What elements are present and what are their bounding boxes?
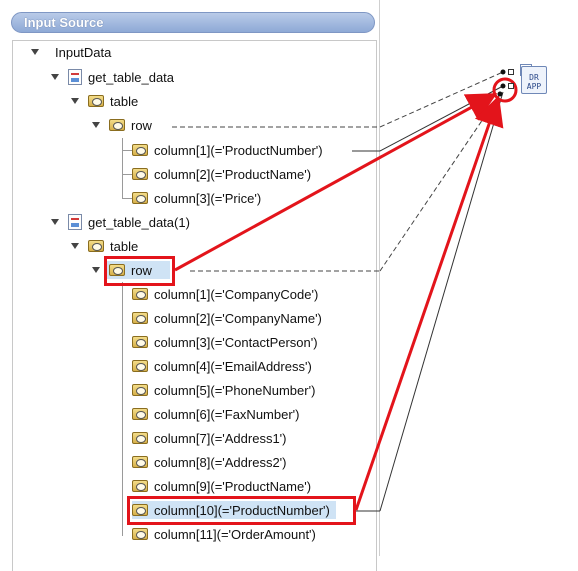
node-label: column[3](='Price') — [154, 190, 262, 206]
node-label: column[11](='OrderAmount') — [154, 526, 316, 542]
node-label: column[6](='FaxNumber') — [154, 406, 300, 422]
node-label: column[4](='EmailAddress') — [154, 358, 312, 374]
tree-node-column[interactable]: column[2](='ProductName') — [132, 164, 311, 184]
collapse-toggle-icon[interactable] — [51, 74, 59, 80]
folder-icon — [132, 504, 148, 516]
node-label: column[10](='ProductNumber') — [154, 502, 330, 518]
tree-connector — [122, 174, 132, 175]
annotation-arrow — [354, 95, 504, 511]
port-dot — [500, 69, 506, 75]
collapse-toggle-icon[interactable] — [71, 98, 79, 104]
node-label: row — [131, 117, 152, 133]
collapse-toggle-icon[interactable] — [51, 219, 59, 225]
node-label: get_table_data — [88, 69, 175, 85]
database-app-icon[interactable]: DR APP — [521, 66, 547, 94]
tree-node-column[interactable]: column[8](='Address2') — [132, 452, 287, 472]
tree-node-inputdata[interactable]: InputData — [31, 42, 111, 62]
node-label: table — [110, 93, 139, 109]
tree-connector — [122, 150, 132, 151]
tree-node-column[interactable]: column[7](='Address1') — [132, 428, 287, 448]
annotation-arrow — [174, 93, 498, 272]
tree-node-source[interactable]: get_table_data — [51, 67, 174, 87]
folder-icon — [132, 360, 148, 372]
target-port[interactable] — [508, 83, 514, 89]
node-label: column[7](='Address1') — [154, 430, 287, 446]
folder-icon — [132, 288, 148, 300]
data-source-icon — [68, 214, 82, 230]
node-label: get_table_data(1) — [88, 214, 190, 230]
collapse-toggle-icon[interactable] — [31, 49, 39, 55]
tree-node-row-selected[interactable]: row — [92, 260, 170, 280]
annotation-circle — [492, 77, 518, 103]
node-label: column[9](='ProductName') — [154, 478, 312, 494]
node-label: InputData — [55, 44, 112, 60]
tree-node-table[interactable]: table — [71, 236, 138, 256]
target-label: DR APP — [526, 73, 542, 91]
node-label: table — [110, 238, 139, 254]
node-label: column[5](='PhoneNumber') — [154, 382, 316, 398]
tree-node-column[interactable]: column[3](='Price') — [132, 188, 261, 208]
data-source-icon — [68, 69, 82, 85]
tree-node-table[interactable]: table — [71, 91, 138, 111]
dashed-mapping-line — [379, 93, 501, 272]
panel-divider — [379, 0, 380, 556]
mapping-line — [379, 91, 504, 512]
panel-title: Input Source — [24, 15, 104, 30]
folder-icon — [132, 168, 148, 180]
tree-node-row[interactable]: row — [92, 115, 152, 135]
folder-icon — [132, 384, 148, 396]
node-label: column[8](='Address2') — [154, 454, 287, 470]
tree-node-column[interactable]: column[2](='CompanyName') — [132, 308, 322, 328]
node-label: column[2](='ProductName') — [154, 166, 312, 182]
node-label: column[3](='ContactPerson') — [154, 334, 318, 350]
tree-node-column[interactable]: column[3](='ContactPerson') — [132, 332, 318, 352]
node-label: column[2](='CompanyName') — [154, 310, 322, 326]
folder-icon — [132, 456, 148, 468]
tree-node-column[interactable]: column[9](='ProductName') — [132, 476, 311, 496]
tree-node-column[interactable]: column[1](='CompanyCode') — [132, 284, 318, 304]
panel-header: Input Source — [11, 12, 375, 33]
folder-icon — [132, 408, 148, 420]
annotation-box-column — [127, 496, 356, 525]
tree-node-column[interactable]: column[1](='ProductNumber') — [132, 140, 323, 160]
mapping-connections — [172, 69, 518, 512]
selected-row-highlight: row — [106, 261, 170, 279]
folder-icon — [109, 264, 125, 276]
folder-icon — [132, 480, 148, 492]
tree-node-column-selected[interactable]: column[10](='ProductNumber') — [132, 500, 336, 520]
dashed-mapping-line — [379, 71, 504, 128]
folder-icon — [132, 312, 148, 324]
tree-connector — [122, 282, 123, 536]
tree-node-column[interactable]: column[4](='EmailAddress') — [132, 356, 312, 376]
node-label: column[1](='ProductNumber') — [154, 142, 323, 158]
folder-icon — [132, 192, 148, 204]
node-label: row — [131, 262, 152, 278]
node-label: column[1](='CompanyCode') — [154, 286, 319, 302]
collapse-toggle-icon[interactable] — [92, 122, 100, 128]
tree-connector — [122, 198, 132, 199]
annotation-box-row — [104, 256, 175, 286]
folder-icon — [132, 144, 148, 156]
selected-column-highlight: column[10](='ProductNumber') — [132, 501, 336, 519]
folder-icon — [132, 432, 148, 444]
tree-node-column[interactable]: column[5](='PhoneNumber') — [132, 380, 315, 400]
folder-icon — [132, 336, 148, 348]
port-dot — [500, 83, 506, 89]
collapse-toggle-icon[interactable] — [92, 267, 100, 273]
folder-icon — [88, 95, 104, 107]
port-dot — [497, 91, 503, 97]
folder-icon — [132, 528, 148, 540]
target-port[interactable] — [508, 69, 514, 75]
tree-connector — [122, 138, 123, 198]
folder-icon — [109, 119, 125, 131]
tree-node-source[interactable]: get_table_data(1) — [51, 212, 190, 232]
tree-node-column[interactable]: column[11](='OrderAmount') — [132, 524, 316, 544]
folder-icon — [88, 240, 104, 252]
input-tree-panel — [12, 40, 377, 571]
tree-node-column[interactable]: column[6](='FaxNumber') — [132, 404, 299, 424]
collapse-toggle-icon[interactable] — [71, 243, 79, 249]
